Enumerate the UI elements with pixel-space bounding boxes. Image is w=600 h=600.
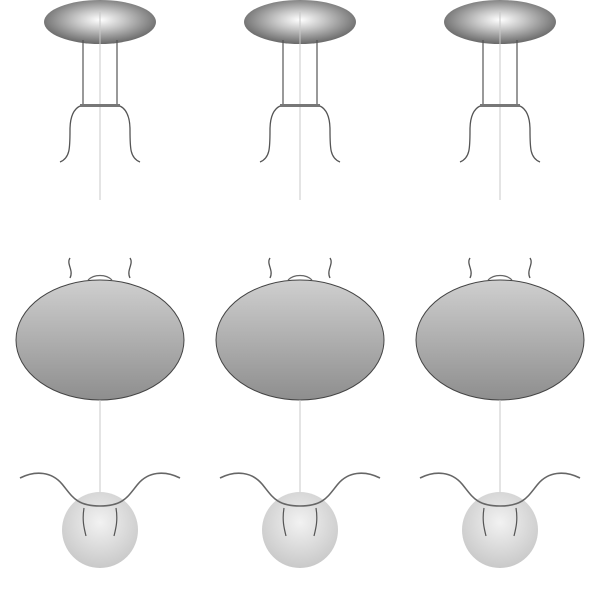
- top-view-render: [219, 400, 381, 568]
- antenna-left: [468, 257, 472, 279]
- front-view-cell-3: [400, 200, 600, 401]
- leg-left: [259, 105, 281, 163]
- leg-right: [313, 507, 318, 537]
- front-view-render: [15, 257, 185, 401]
- leg-right: [319, 105, 341, 163]
- leg-left: [82, 507, 87, 537]
- front-view-render: [415, 257, 585, 401]
- leg-left: [282, 507, 287, 537]
- top-bump: [87, 274, 113, 281]
- antenna-left: [68, 257, 72, 279]
- top-bump: [487, 274, 513, 281]
- side-view-cell-3: [400, 0, 600, 200]
- antenna-right: [128, 257, 132, 279]
- side-view-render: [44, 0, 156, 200]
- top-bump: [287, 274, 313, 281]
- front-view-cell-2: [200, 200, 400, 401]
- leg-right: [119, 105, 141, 163]
- top-disc: [262, 492, 338, 568]
- leg-left: [59, 105, 81, 163]
- top-view-render: [419, 400, 581, 568]
- antenna-left: [268, 257, 272, 279]
- leg-right: [113, 507, 118, 537]
- arm-curve: [419, 472, 581, 507]
- leg-right: [513, 507, 518, 537]
- oval-body: [15, 279, 185, 401]
- crossbar: [80, 104, 120, 107]
- leg-left: [482, 507, 487, 537]
- front-view-cell-1: [0, 200, 200, 401]
- front-view-render: [215, 257, 385, 401]
- crossbar: [480, 104, 520, 107]
- arm-curve: [19, 472, 181, 507]
- top-view-cell-2: [200, 400, 400, 600]
- oval-body: [415, 279, 585, 401]
- oval-body: [215, 279, 385, 401]
- side-view-cell-1: [0, 0, 200, 200]
- top-view-render: [19, 400, 181, 568]
- top-view-cell-3: [400, 400, 600, 600]
- side-view-render: [244, 0, 356, 200]
- antenna-right: [328, 257, 332, 279]
- side-view-cell-2: [200, 0, 400, 200]
- side-view-render: [444, 0, 556, 200]
- arm-curve: [219, 472, 381, 507]
- top-view-cell-1: [0, 400, 200, 600]
- top-disc: [62, 492, 138, 568]
- antenna-right: [528, 257, 532, 279]
- top-disc: [462, 492, 538, 568]
- crossbar: [280, 104, 320, 107]
- leg-right: [519, 105, 541, 163]
- leg-left: [459, 105, 481, 163]
